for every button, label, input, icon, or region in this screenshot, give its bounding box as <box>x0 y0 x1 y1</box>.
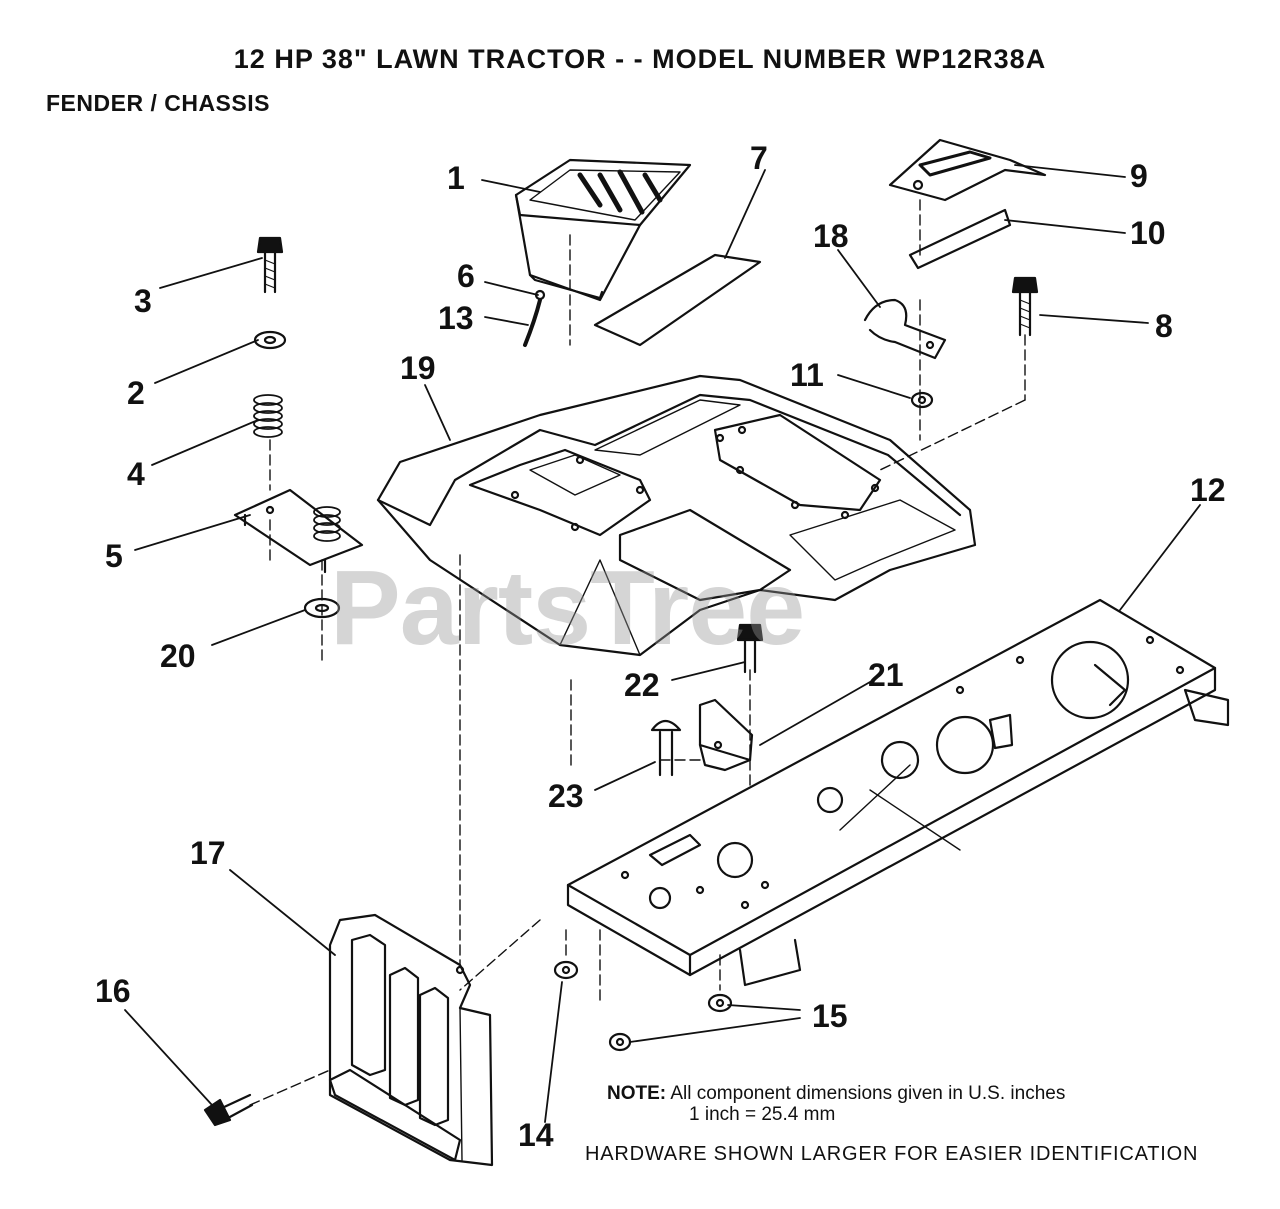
callout-18[interactable]: 18 <box>813 218 849 254</box>
callout-23[interactable]: 23 <box>548 778 584 814</box>
callout-3[interactable]: 3 <box>134 283 152 319</box>
part-15-nut <box>608 993 733 1052</box>
part-23-carriage-bolt <box>650 719 682 777</box>
watermark: PartsTree <box>330 549 805 667</box>
part-17-panel <box>328 913 494 1167</box>
diagram-subtitle: FENDER / CHASSIS <box>46 90 270 116</box>
part-10-plate <box>908 208 1012 270</box>
note-line-1: All component dimensions given in U.S. i… <box>670 1083 1066 1104</box>
part-19-fender <box>376 374 977 657</box>
part-16-bolt <box>203 1093 254 1127</box>
part-21-bracket <box>698 698 754 772</box>
note-label: NOTE: <box>607 1083 667 1104</box>
callout-19[interactable]: 19 <box>400 350 436 386</box>
part-11-nut <box>910 391 934 409</box>
callout-20[interactable]: 20 <box>160 638 196 674</box>
callout-2[interactable]: 2 <box>127 375 145 411</box>
diagram-title: 12 HP 38" LAWN TRACTOR - - MODEL NUMBER … <box>233 44 1047 74</box>
callout-16[interactable]: 16 <box>95 973 131 1009</box>
part-2-washer <box>253 330 287 350</box>
callout-13[interactable]: 13 <box>438 300 474 336</box>
assembly-guide-lines <box>249 199 1026 1106</box>
callout-5[interactable]: 5 <box>105 538 123 574</box>
part-6-13-rod <box>523 289 546 347</box>
callout-8[interactable]: 8 <box>1155 308 1173 344</box>
callout-6[interactable]: 6 <box>457 258 475 294</box>
part-3-bolt <box>256 236 284 294</box>
callout-12[interactable]: 12 <box>1190 472 1226 508</box>
hardware-note: HARDWARE SHOWN LARGER FOR EASIER IDENTIF… <box>585 1143 1199 1165</box>
part-8-bolt <box>1011 276 1039 337</box>
callout-4[interactable]: 4 <box>127 456 145 492</box>
callout-17[interactable]: 17 <box>190 835 226 871</box>
part-20-washer <box>303 597 341 619</box>
callout-11[interactable]: 11 <box>790 357 824 393</box>
part-14-nut <box>553 960 579 980</box>
part-7-decal <box>593 253 762 347</box>
callout-10[interactable]: 10 <box>1130 215 1166 251</box>
callout-14[interactable]: 14 <box>518 1117 554 1153</box>
part-9-bracket <box>888 138 1047 202</box>
callout-9[interactable]: 9 <box>1130 158 1148 194</box>
part-1-seat-pan <box>514 158 692 302</box>
part-22-bolt <box>736 623 764 674</box>
callout-15[interactable]: 15 <box>812 998 848 1034</box>
callout-7[interactable]: 7 <box>750 140 768 176</box>
part-12-chassis <box>566 598 1230 987</box>
callout-leader-lines <box>124 164 1201 1123</box>
dimension-note: NOTE: All component dimensions given in … <box>607 1083 1065 1125</box>
part-18-clamp <box>863 298 947 360</box>
callout-1[interactable]: 1 <box>447 160 465 196</box>
part-5-plate <box>233 488 364 574</box>
part-4-spring <box>253 394 283 438</box>
callout-21[interactable]: 21 <box>868 657 904 693</box>
note-line-2: 1 inch = 25.4 mm <box>689 1104 836 1125</box>
callout-22[interactable]: 22 <box>624 667 660 703</box>
